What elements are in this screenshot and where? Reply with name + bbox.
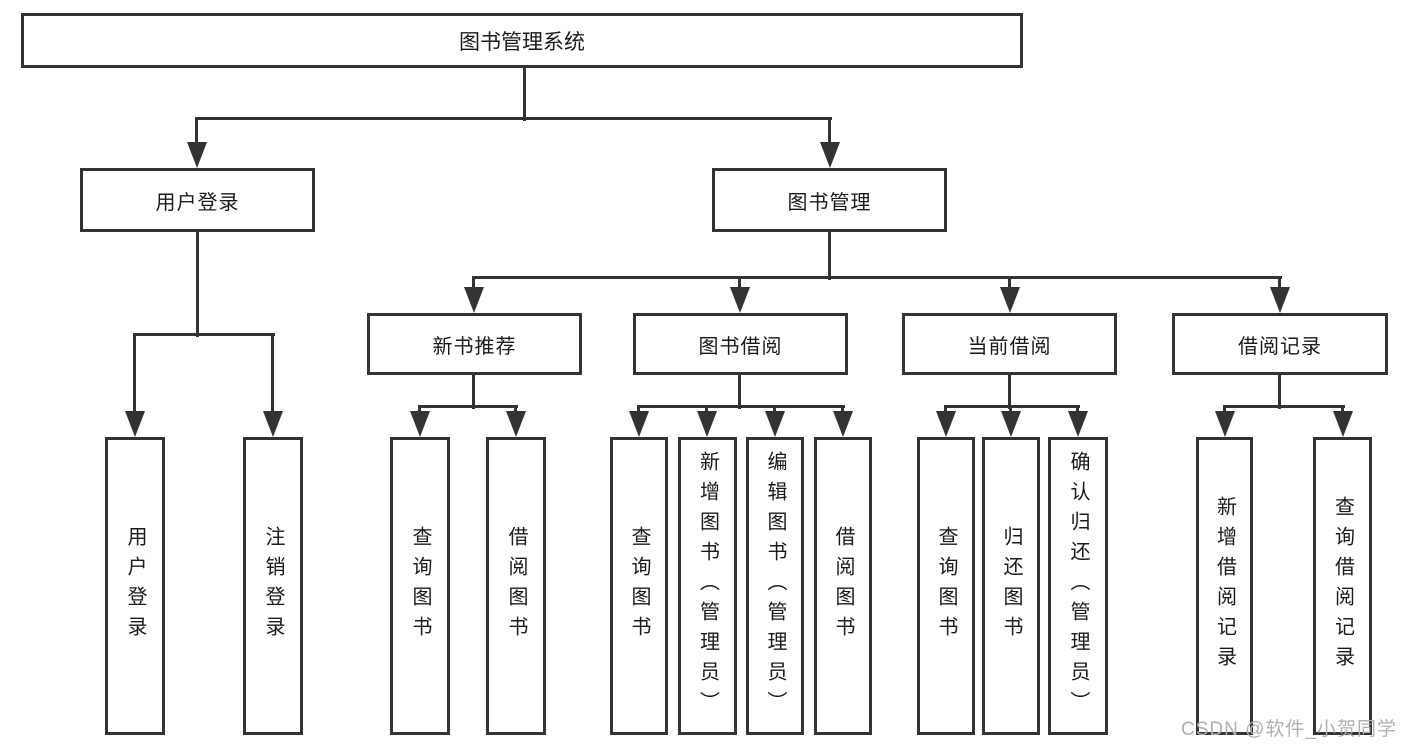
connector-drop <box>1278 278 1281 293</box>
connector-drop <box>271 335 274 417</box>
connector-arrowhead-icon <box>187 142 207 168</box>
node-user-login: 用户登录 <box>80 168 315 232</box>
connector-drop <box>472 278 475 293</box>
leaf-borrow-books: 借阅图书 <box>814 437 872 735</box>
leaf-add-borrow-record: 新增借阅记录 <box>1196 437 1253 735</box>
connector-arrowhead-icon <box>697 411 717 437</box>
leaf-edit-books-admin: 编辑图书（管理员） <box>746 437 804 735</box>
watermark: CSDN @软件_小贺同学 <box>1181 719 1397 740</box>
node-current-borrow: 当前借阅 <box>902 313 1117 375</box>
leaf-confirm-return-admin: 确认归还（管理员） <box>1048 437 1108 735</box>
connector-arrowhead-icon <box>1068 411 1088 437</box>
node-book-borrow: 图书借阅 <box>633 313 848 375</box>
connector-arrowhead-icon <box>629 411 649 437</box>
leaf-borrow-books-recommend: 借阅图书 <box>486 437 546 735</box>
connector-drop <box>133 335 136 417</box>
connector-bar <box>418 405 518 408</box>
connector-arrowhead-icon <box>1215 411 1235 437</box>
connector-arrowhead-icon <box>506 411 526 437</box>
connector-stem <box>738 375 741 409</box>
connector-stem <box>523 68 526 121</box>
connector-arrowhead-icon <box>1333 411 1353 437</box>
connector-arrowhead-icon <box>730 287 750 313</box>
connector-arrowhead-icon <box>410 411 430 437</box>
leaf-logout: 注销登录 <box>243 437 303 735</box>
node-library-management-system: 图书管理系统 <box>21 13 1023 68</box>
connector-bar <box>472 276 1282 279</box>
connector-arrowhead-icon <box>1270 287 1290 313</box>
connector-drop <box>1008 278 1011 293</box>
leaf-add-books-admin: 新增图书（管理员） <box>678 437 737 735</box>
connector-bar <box>637 405 845 408</box>
connector-bar <box>133 333 275 336</box>
leaf-query-borrow-record: 查询借阅记录 <box>1313 437 1372 735</box>
node-new-book-recommend: 新书推荐 <box>367 313 582 375</box>
connector-stem <box>196 232 199 337</box>
connector-arrowhead-icon <box>1000 287 1020 313</box>
connector-arrowhead-icon <box>464 287 484 313</box>
connector-arrowhead-icon <box>765 411 785 437</box>
connector-stem <box>472 375 475 409</box>
connector-bar <box>944 405 1080 408</box>
connector-arrowhead-icon <box>1001 411 1021 437</box>
node-borrow-records: 借阅记录 <box>1172 313 1388 375</box>
connector-arrowhead-icon <box>833 411 853 437</box>
connector-drop <box>828 119 831 148</box>
leaf-query-books-borrow: 查询图书 <box>610 437 668 735</box>
leaf-user-login: 用户登录 <box>105 437 165 735</box>
connector-stem <box>1278 375 1281 409</box>
node-book-management: 图书管理 <box>712 168 947 232</box>
connector-stem <box>828 232 831 280</box>
leaf-return-books: 归还图书 <box>982 437 1040 735</box>
connector-arrowhead-icon <box>820 142 840 168</box>
leaf-query-books-current: 查询图书 <box>917 437 975 735</box>
connector-drop <box>738 278 741 293</box>
connector-stem <box>1008 375 1011 409</box>
connector-drop <box>195 119 198 148</box>
connector-arrowhead-icon <box>125 411 145 437</box>
connector-arrowhead-icon <box>936 411 956 437</box>
connector-bar <box>1223 405 1345 408</box>
connector-arrowhead-icon <box>263 411 283 437</box>
leaf-query-books-recommend: 查询图书 <box>390 437 450 735</box>
connector-bar <box>195 117 832 120</box>
